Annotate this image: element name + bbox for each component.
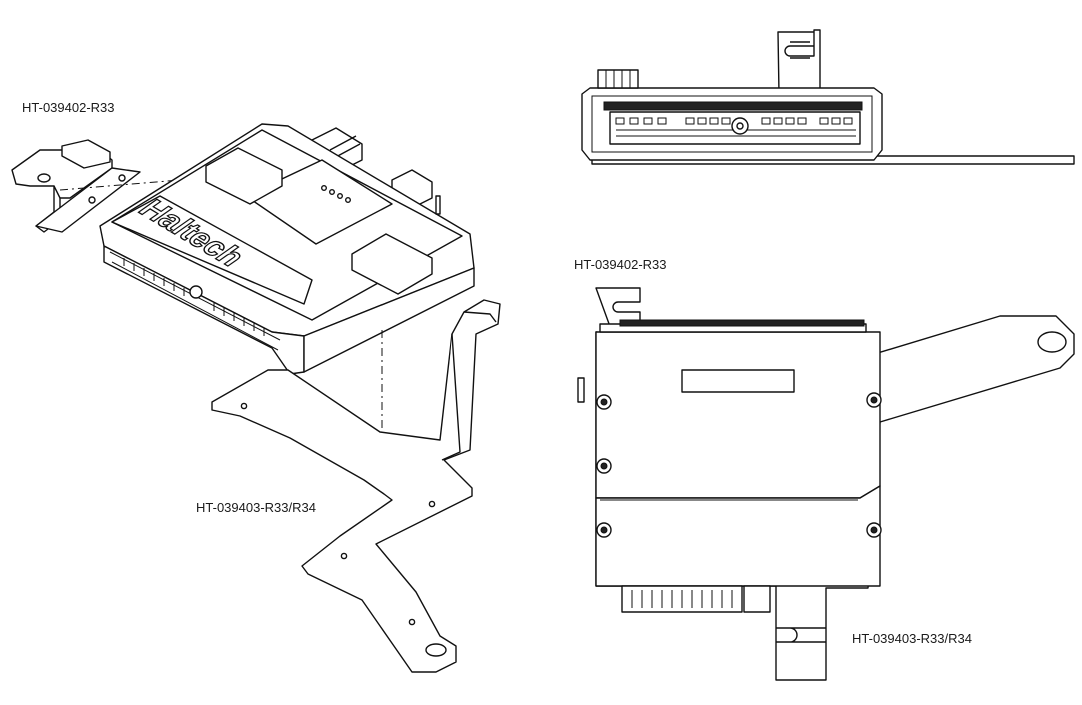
part-label-large-bracket-plan: HT-039403-R33/R34: [852, 631, 972, 646]
front-connector-pins: [123, 258, 265, 336]
plan-screws: [596, 392, 882, 538]
status-led-dots: [321, 184, 352, 203]
front-view: [581, 29, 1075, 165]
part-label-small-bracket-iso: HT-039402-R33: [22, 100, 115, 115]
part-label-large-bracket-iso: HT-039403-R33/R34: [196, 500, 316, 515]
ecu-iso: Haltech: [99, 123, 475, 446]
small-bracket-iso: [11, 139, 181, 233]
plan-view: [577, 287, 1075, 681]
large-bracket-iso: [211, 299, 501, 673]
part-label-small-bracket-plan: HT-039402-R33: [574, 257, 667, 272]
